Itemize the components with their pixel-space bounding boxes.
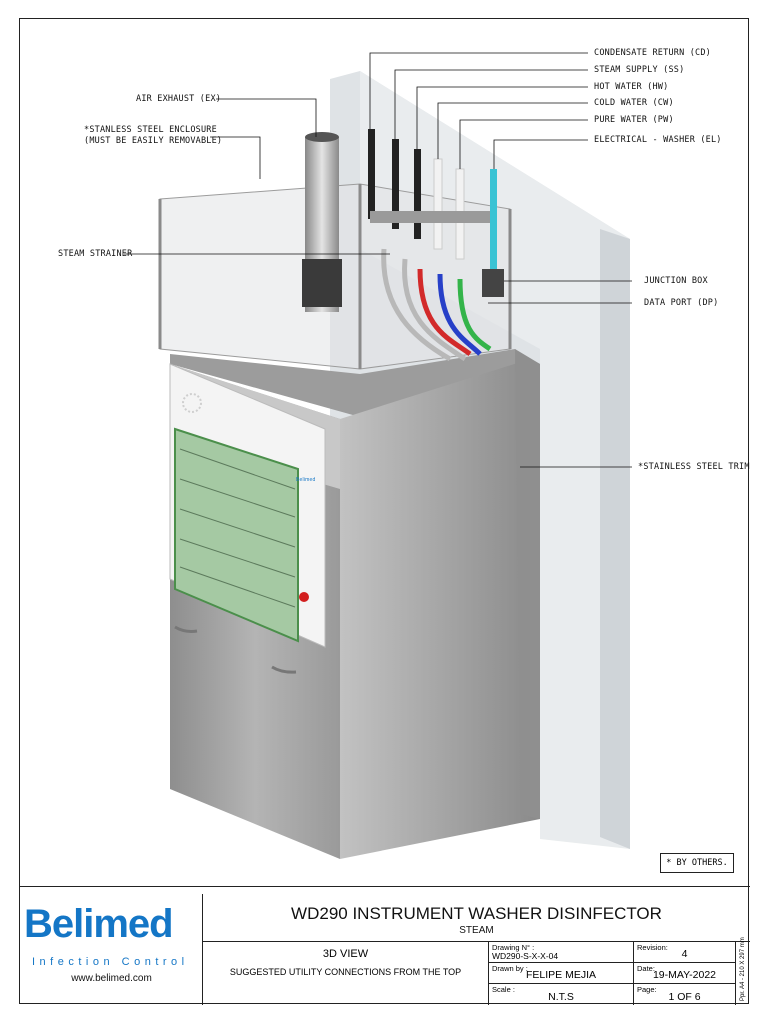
- label-condensate-return: CONDENSATE RETURN (CD): [594, 48, 711, 58]
- drawing-number: WD290-S-X-X-04: [492, 951, 559, 961]
- label-steam-supply: STEAM SUPPLY (SS): [594, 65, 685, 75]
- label-data-port: DATA PORT (DP): [644, 298, 719, 308]
- logo-swirl-icon: [182, 393, 202, 413]
- page-cell: Page: 1 OF 6: [634, 984, 736, 1005]
- air-exhaust-pipe: [302, 132, 342, 312]
- scale-label: Scale :: [492, 985, 515, 994]
- washer-cabinet: [169, 349, 540, 859]
- logo-text: Belimed: [24, 902, 174, 946]
- label-cold-water: COLD WATER (CW): [594, 98, 674, 108]
- label-junction-box: JUNCTION BOX: [644, 276, 708, 286]
- label-hot-water: HOT WATER (HW): [594, 82, 669, 92]
- drawn-by-label: Drawn by :: [492, 964, 528, 973]
- drawing-number-label: Drawing N° :: [492, 943, 535, 952]
- drawing-frame: CONDENSATE RETURN (CD) STEAM SUPPLY (SS)…: [19, 18, 750, 1005]
- paper-size: Ppr. A4 - 210 X 297 mm: [740, 937, 746, 1001]
- drawing-area: CONDENSATE RETURN (CD) STEAM SUPPLY (SS)…: [20, 19, 750, 887]
- label-electrical-washer: ELECTRICAL - WASHER (EL): [594, 135, 722, 145]
- handle-icon: [174, 625, 198, 633]
- junction-box-icon: [482, 269, 504, 297]
- date-label: Date:: [637, 964, 655, 973]
- leader-lines: [124, 52, 632, 468]
- scale-cell: Scale : N.T.S: [489, 984, 634, 1005]
- logo-subtitle: Infection Control: [32, 956, 189, 968]
- date-cell: Date: 19-MAY-2022: [634, 963, 736, 984]
- drawing-number-cell: Drawing N° : WD290-S-X-X-04: [489, 942, 634, 963]
- title-block: Belimed Infection Control www.belimed.co…: [20, 894, 750, 1005]
- label-steel-trim: *STAINLESS STEEL TRIM: [638, 462, 750, 472]
- revision-value: 4: [681, 948, 688, 960]
- handle-icon: [271, 665, 297, 674]
- drawn-by-cell: Drawn by : FELIPE MEJIA: [489, 963, 634, 984]
- by-others-note: * BY OTHERS.: [660, 853, 734, 873]
- revision-cell: Revision: 4: [634, 942, 736, 963]
- company-website: www.belimed.com: [71, 973, 152, 984]
- drawing-subtitle: STEAM: [459, 925, 494, 936]
- label-pure-water: PURE WATER (PW): [594, 115, 674, 125]
- label-air-exhaust: AIR EXHAUST (EX): [136, 94, 222, 104]
- label-enclosure-note: (MUST BE EASILY REMOVABLE): [84, 136, 223, 146]
- page-label: Page:: [637, 985, 657, 994]
- label-enclosure: *STANLESS STEEL ENCLOSURE: [84, 125, 217, 135]
- emergency-stop-icon: [299, 592, 309, 602]
- washer-3d-illustration: [124, 52, 632, 859]
- label-steam-strainer: STEAM STRAINER: [58, 249, 133, 259]
- utility-pipes: [368, 129, 504, 362]
- view-name: 3D VIEW: [322, 948, 369, 960]
- description-cell: 3D VIEW SUGGESTED UTILITY CONNECTIONS FR…: [203, 942, 489, 1005]
- revision-label: Revision:: [637, 943, 668, 952]
- scale-value: N.T.S: [548, 991, 574, 1003]
- page-value: 1 OF 6: [668, 991, 701, 1003]
- drawing-title: WD290 INSTRUMENT WASHER DISINFECTOR: [291, 904, 662, 923]
- view-description: SUGGESTED UTILITY CONNECTIONS FROM THE T…: [229, 967, 462, 977]
- paper-size-cell: Ppr. A4 - 210 X 297 mm: [736, 937, 750, 1005]
- company-logo: Belimed Infection Control www.belimed.co…: [20, 894, 203, 1005]
- drawn-by-value: FELIPE MEJIA: [525, 969, 597, 981]
- date-value: 19-MAY-2022: [652, 969, 717, 981]
- drawing-title-cell: WD290 INSTRUMENT WASHER DISINFECTOR STEA…: [203, 894, 750, 942]
- machine-brand: Belimed: [296, 477, 316, 483]
